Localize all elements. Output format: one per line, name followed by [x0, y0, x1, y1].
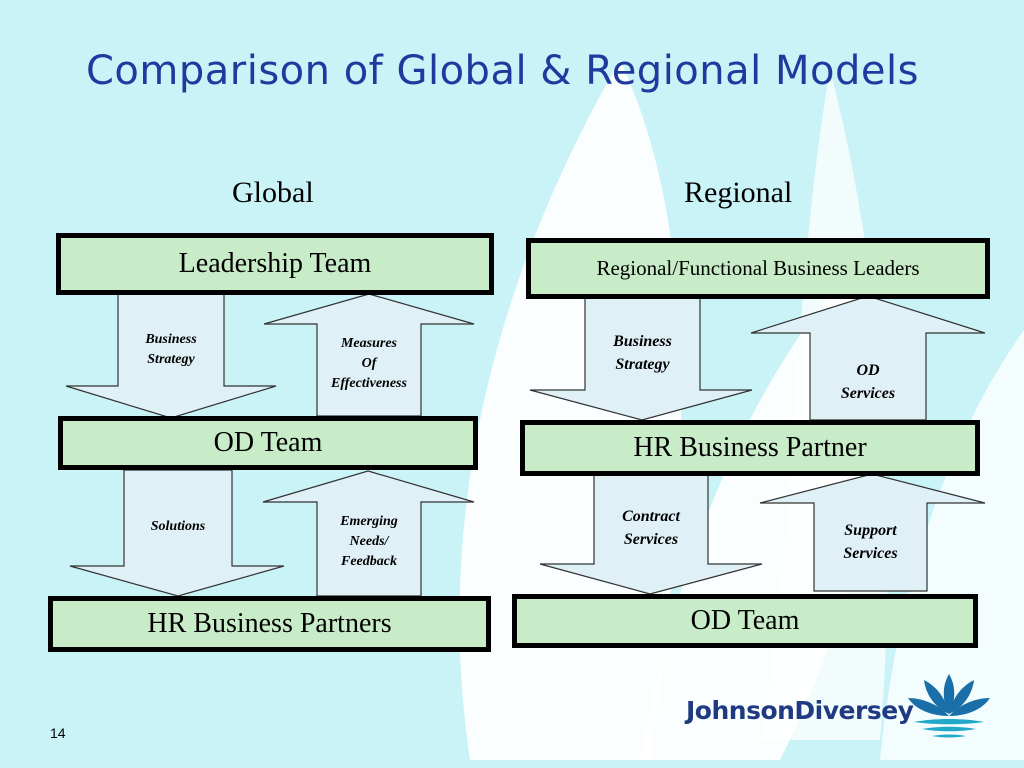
regional-hr-business-partner-box: HR Business Partner	[520, 420, 980, 476]
label-line: Business	[613, 333, 672, 350]
global-od-team-label: OD Team	[213, 427, 323, 458]
global-arrow-down-2-label: Solutions	[124, 517, 232, 537]
label-line: Of	[361, 356, 377, 371]
global-arrow-up-2-label: Emerging Needs/ Feedback	[312, 512, 426, 572]
global-arrow-down-1	[65, 291, 277, 419]
global-leadership-team-label: Leadership Team	[178, 248, 372, 279]
label-line: Needs/	[349, 534, 389, 549]
regional-od-team-box: OD Team	[512, 594, 978, 648]
label-line: Strategy	[615, 356, 670, 373]
regional-arrow-down-1	[529, 296, 753, 421]
regional-arrow-up-1-label: OD Services	[810, 359, 926, 405]
regional-heading: Regional	[684, 176, 793, 209]
regional-arrow-down-1-label: Business Strategy	[585, 330, 700, 376]
global-heading: Global	[232, 176, 314, 209]
global-hr-business-partners-label: HR Business Partners	[147, 608, 392, 639]
label-line: Measures	[340, 336, 397, 351]
global-arrow-down-2	[69, 469, 285, 597]
global-hr-business-partners-box: HR Business Partners	[48, 596, 491, 652]
lotus-logo-icon	[908, 674, 990, 738]
regional-arrow-down-2	[539, 474, 763, 595]
label-line: OD	[856, 362, 880, 379]
regional-arrow-up-2	[759, 473, 986, 592]
label-line: Strategy	[147, 352, 195, 367]
label-line: Contract	[622, 508, 680, 525]
label-line: Services	[623, 531, 679, 548]
regional-od-team-label: OD Team	[690, 605, 800, 636]
label-line: Solutions	[150, 519, 206, 534]
regional-arrow-up-2-label: Support Services	[814, 519, 927, 565]
regional-business-leaders-box: Regional/Functional Business Leaders	[526, 238, 990, 299]
global-od-team-box: OD Team	[58, 416, 478, 470]
label-line: Services	[843, 545, 898, 562]
global-leadership-team-box: Leadership Team	[56, 233, 494, 295]
brand-name: JohnsonDiversey	[686, 696, 914, 725]
label-line: Support	[844, 522, 897, 539]
regional-hr-business-partner-label: HR Business Partner	[633, 432, 867, 463]
label-line: Business	[145, 332, 197, 347]
label-line: Emerging	[340, 514, 398, 529]
global-arrow-down-1-label: Business Strategy	[118, 330, 224, 370]
label-line: Feedback	[341, 554, 397, 569]
slide-title: Comparison of Global & Regional Models	[86, 48, 919, 94]
label-line: Services	[840, 385, 896, 402]
label-line: Effectiveness	[331, 376, 407, 391]
regional-arrow-down-2-label: Contract Services	[594, 505, 708, 551]
global-arrow-up-1-label: Measures Of Effectiveness	[312, 334, 426, 394]
page-number: 14	[50, 725, 66, 741]
regional-business-leaders-label: Regional/Functional Business Leaders	[596, 256, 920, 280]
